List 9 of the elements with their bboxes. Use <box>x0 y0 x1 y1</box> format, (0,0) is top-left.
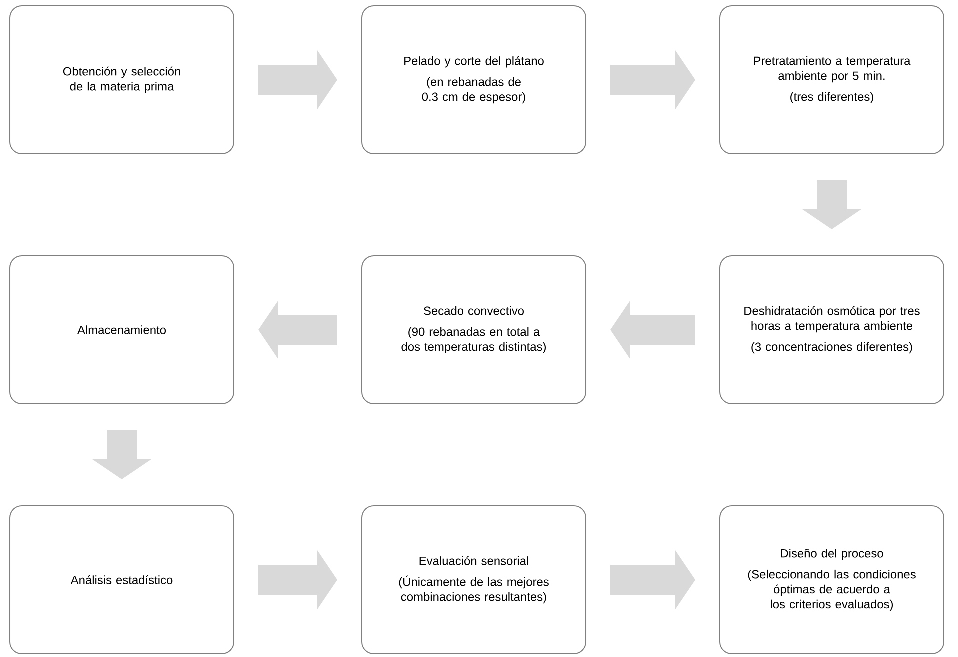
process-box: Deshidratación osmótica por tres horas a temperatura ambiente (3 concentraciones diferentes) <box>720 256 944 404</box>
process-box: Secado convectivo (90 rebanadas en total a dos temperaturas distintas) <box>362 256 586 404</box>
process-box: Pretratamiento a temperatura ambiente por 5 min. (tres diferentes) <box>720 6 944 154</box>
process-box: Pelado y corte del plátano (en rebanadas de 0.3 cm de espesor) <box>362 6 586 154</box>
process-box: Evaluación sensorial (Únicamente de las mejores combinaciones resultantes) <box>362 506 586 654</box>
process-box: Almacenamiento <box>10 256 234 404</box>
process-box: Diseño del proceso (Seleccionando las condiciones óptimas de acuerdo a los criterios evaluados) <box>720 506 944 654</box>
process-box: Obtención y selección de la materia prima <box>10 6 234 154</box>
process-box: Análisis estadístico <box>10 506 234 654</box>
